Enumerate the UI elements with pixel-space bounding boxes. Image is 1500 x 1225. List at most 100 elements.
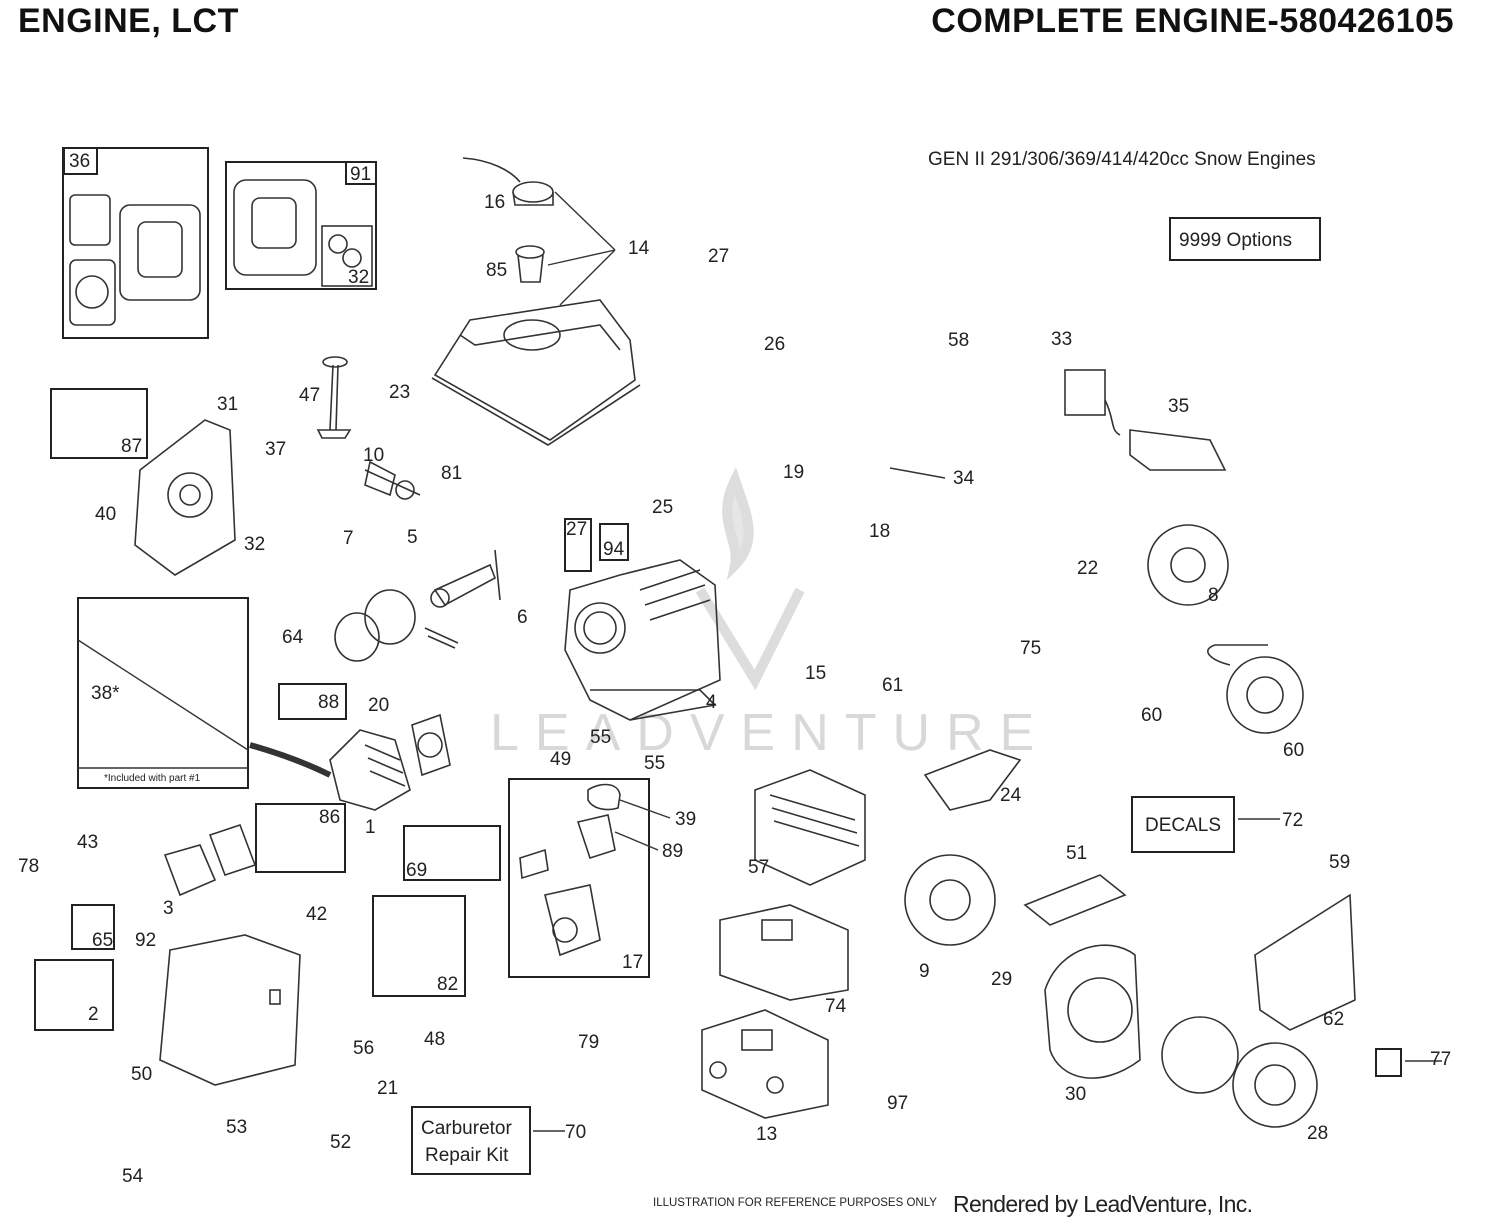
valve-kit-divider (77, 639, 249, 751)
part-callout-60: 60 (1283, 740, 1304, 761)
page-title-right: COMPLETE ENGINE-580426105 (931, 2, 1454, 40)
part-callout-36: 36 (69, 151, 90, 172)
label-box-36 (63, 147, 98, 175)
part-callout-97: 97 (887, 1093, 908, 1114)
alternator-stator-icon (1207, 644, 1304, 734)
part-callout-32: 32 (348, 267, 369, 288)
part-callout-27: 27 (708, 246, 729, 267)
part-callout-6: 6 (517, 607, 528, 628)
electric-starter-icon (1064, 369, 1227, 471)
options-label: 9999 Options (1179, 230, 1292, 251)
carb-kit-label-1: Carburetor (421, 1118, 512, 1139)
part-callout-39: 39 (675, 809, 696, 830)
part-callout-37: 37 (265, 439, 286, 460)
part-callout-26: 26 (764, 334, 785, 355)
starter-gear-icon (1147, 524, 1229, 606)
bolt-kit-86-box (255, 803, 346, 873)
part-callout-57: 57 (748, 857, 769, 878)
part-callout-62: 62 (1323, 1009, 1344, 1030)
part-callout-65: 65 (92, 930, 113, 951)
label-box-91 (345, 161, 377, 185)
part-callout-32: 32 (244, 534, 265, 555)
part-callout-25: 25 (652, 497, 673, 518)
baffle-51-icon (1023, 874, 1127, 926)
part-callout-59: 59 (1329, 852, 1350, 873)
part-callout-89: 89 (662, 841, 683, 862)
air-cleaner-3-icon (163, 823, 257, 897)
part-callout-5: 5 (407, 527, 418, 548)
recoil-starter-icon (1161, 1016, 1318, 1128)
gasket-kit-36-box (62, 147, 209, 339)
part-callout-43: 43 (77, 832, 98, 853)
part-callout-55: 55 (644, 753, 665, 774)
diagram-subtitle: GEN II 291/306/369/414/420cc Snow Engine… (928, 149, 1316, 170)
cylinder-head-icon (329, 729, 411, 811)
part-callout-56: 56 (353, 1038, 374, 1059)
dipstick-icon (316, 356, 352, 439)
part-callout-87: 87 (121, 436, 142, 457)
carb-assembly-box (508, 778, 650, 978)
part-callout-48: 48 (424, 1029, 445, 1050)
watermark-text: LEADVENTURE (490, 704, 1050, 762)
kit-65-box (71, 904, 115, 950)
part-callout-75: 75 (1020, 638, 1041, 659)
page-title-left: ENGINE, LCT (18, 2, 239, 40)
part-callout-18: 18 (869, 521, 890, 542)
crankcase-cover-icon (134, 419, 236, 576)
part-callout-77: 77 (1430, 1049, 1451, 1070)
head-gasket-icon (411, 713, 451, 777)
leader-lines (533, 191, 1442, 1132)
part-callout-3: 3 (163, 898, 174, 919)
part-callout-29: 29 (991, 969, 1012, 990)
part-callout-2: 2 (88, 1004, 99, 1025)
part-callout-21: 21 (377, 1078, 398, 1099)
fuel-strainer-icon (515, 245, 545, 283)
kit-2-box (34, 959, 114, 1031)
part-callout-13: 13 (756, 1124, 777, 1145)
part-callout-86: 86 (319, 807, 340, 828)
part-callout-34: 34 (953, 468, 975, 489)
carb-repair-kit-box (411, 1106, 531, 1175)
gasket-set-36-icon (69, 194, 201, 326)
fuel-tank-icon (431, 299, 641, 446)
piston-icon (334, 589, 459, 662)
part-callout-85: 85 (486, 260, 507, 281)
part-callout-19: 19 (783, 462, 804, 483)
decals-label: DECALS (1145, 815, 1221, 836)
muffler-guard-13-icon (701, 1009, 829, 1119)
part-callout-81: 81 (441, 463, 462, 484)
decals-box (1131, 796, 1235, 853)
part-callout-58: 58 (948, 330, 969, 351)
part-callout-20: 20 (368, 695, 389, 716)
kit-27-box (564, 518, 592, 572)
part-callout-28: 28 (1307, 1123, 1328, 1144)
options-box (1169, 217, 1321, 261)
part-callout-51: 51 (1066, 843, 1087, 864)
carb-kit-label-2: Repair Kit (425, 1145, 509, 1166)
part-callout-50: 50 (131, 1064, 152, 1085)
part-callout-55: 55 (590, 727, 611, 748)
shroud-59-icon (1254, 893, 1356, 1031)
head-pointer-arrow (249, 742, 332, 778)
gasket-kit-82-box (372, 895, 466, 997)
fuel-cap-icon (462, 157, 554, 206)
part-callout-64: 64 (282, 627, 304, 648)
disclaimer-text: ILLUSTRATION FOR REFERENCE PURPOSES ONLY (653, 1197, 937, 1209)
part-callout-9: 9 (919, 961, 930, 982)
blower-housing-50-icon (159, 934, 301, 1086)
part-callout-27: 27 (566, 519, 587, 540)
part-callout-61: 61 (882, 675, 903, 696)
kit-88-box (278, 683, 347, 720)
part-callout-16: 16 (484, 192, 505, 213)
kit-94-box (599, 523, 629, 561)
part-callout-70: 70 (565, 1122, 586, 1143)
part-callout-54: 54 (122, 1166, 144, 1187)
flywheel-fan-icon (904, 854, 996, 946)
part-callout-33: 33 (1051, 329, 1072, 350)
part-callout-52: 52 (330, 1132, 351, 1153)
carburetor-icon (519, 783, 621, 957)
kit-77-box (1375, 1048, 1402, 1077)
part-callout-23: 23 (389, 382, 410, 403)
